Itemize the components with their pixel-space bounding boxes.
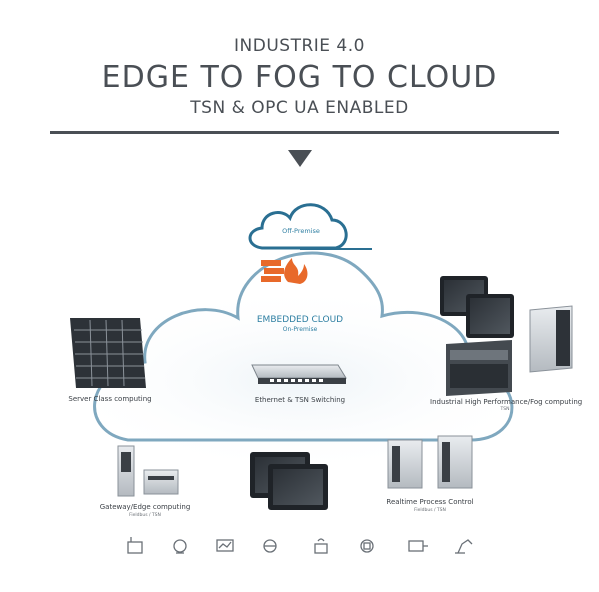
globe-gear-icon — [263, 539, 277, 553]
server-label: Server Class computing — [68, 395, 152, 403]
divider-line — [50, 131, 559, 134]
page-title: EDGE TO FOG TO CLOUD — [101, 60, 498, 95]
industrial-label: Industrial High Performance/Fog computin… — [430, 398, 583, 406]
gateway-label: Gateway/Edge computing — [99, 503, 191, 511]
monitor-chart-icon — [216, 539, 234, 552]
industrial-sublabel: TSN — [500, 407, 510, 412]
switching-label: Ethernet & TSN Switching — [254, 396, 346, 404]
realtime-controllers — [387, 435, 473, 489]
header-kicker: INDUSTRIE 4.0 — [234, 36, 365, 56]
ethernet-switch — [251, 364, 347, 384]
tower-pc — [529, 305, 573, 373]
panel-pcs — [250, 452, 328, 510]
robot-head-icon — [173, 539, 187, 554]
robot-arm-icon — [455, 539, 473, 554]
automation-icon — [360, 539, 374, 553]
rack-pc — [446, 340, 512, 396]
off-premise-label: Off-Premise — [282, 227, 320, 235]
embedded-cloud-title: EMBEDDED CLOUD — [256, 315, 344, 325]
realtime-sublabel: Fieldbus / TSN — [414, 508, 446, 513]
server-rack — [70, 318, 146, 388]
gateway-sublabel: Fieldbus / TSN — [129, 513, 161, 518]
firewall-icon — [261, 258, 308, 284]
wireless-device-icon — [314, 538, 328, 554]
motor-icon — [408, 540, 428, 552]
gateway-devices — [117, 445, 179, 497]
header-subtitle: TSN & OPC UA ENABLED — [190, 98, 409, 118]
off-premise-cloud — [248, 203, 348, 250]
embedded-cloud-subtitle: On-Premise — [282, 326, 318, 333]
factory-icon — [127, 537, 143, 554]
down-arrow-icon — [288, 150, 312, 167]
realtime-label: Realtime Process Control — [386, 498, 474, 506]
industrial-monitors — [440, 276, 514, 338]
